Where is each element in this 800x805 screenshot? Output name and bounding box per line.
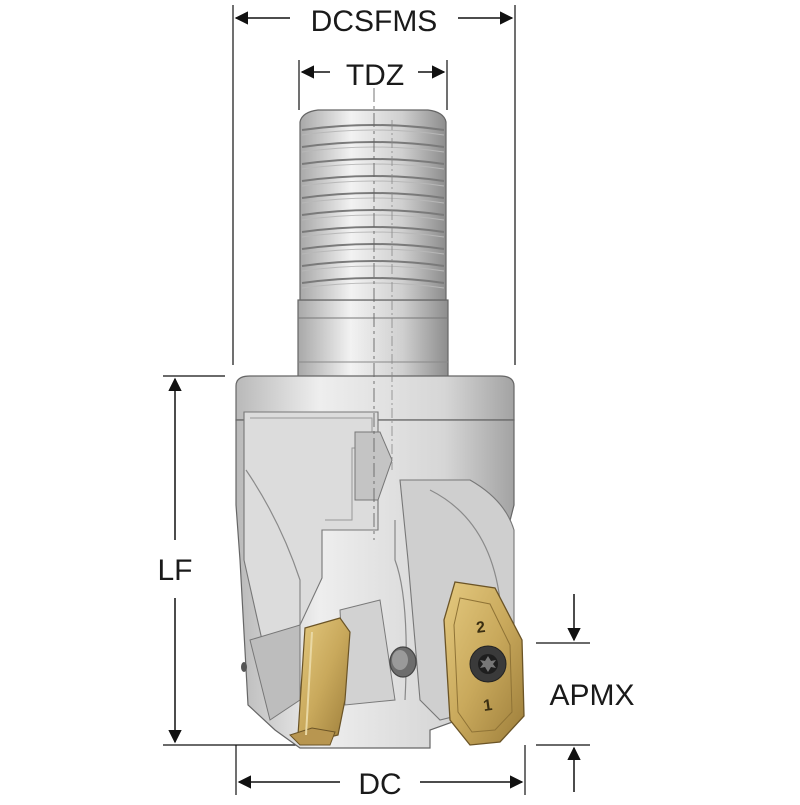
- thread-crest: [301, 197, 445, 204]
- thread-crest: [301, 231, 445, 238]
- thread-crest: [301, 282, 445, 289]
- label-lf: LF: [157, 554, 192, 587]
- thread-grooves: [301, 124, 445, 289]
- thread-crest: [301, 180, 445, 187]
- extension-lines: [163, 5, 590, 795]
- thread-groove: [301, 226, 445, 233]
- insert-edge-mark-lower: 1: [482, 697, 493, 715]
- thread-groove: [301, 124, 445, 131]
- thread-groove: [301, 260, 445, 267]
- thread-crest: [301, 265, 445, 272]
- insert-edge-mark-upper: 2: [475, 619, 486, 637]
- thread-crest: [301, 214, 445, 221]
- thread-groove: [301, 175, 445, 182]
- thread-groove: [301, 158, 445, 165]
- dimension-tdz: TDZ: [300, 59, 446, 92]
- thread-groove: [301, 141, 445, 148]
- thread-groove: [301, 209, 445, 216]
- dimension-dcsfms: DCSFMS: [234, 5, 514, 38]
- thread-groove: [301, 243, 445, 250]
- threaded-shank: [297, 109, 449, 381]
- thread-groove: [301, 192, 445, 199]
- right-insert: 2 1: [443, 581, 525, 746]
- dimension-lf: LF: [157, 377, 193, 744]
- dimension-dc: DC: [237, 768, 524, 801]
- left-insert: [289, 617, 351, 746]
- dimension-apmx: APMX: [549, 594, 635, 792]
- label-dc: DC: [358, 768, 401, 800]
- label-tdz: TDZ: [346, 59, 404, 92]
- thread-crest: [301, 129, 445, 136]
- label-apmx: APMX: [549, 679, 634, 712]
- thread-crest: [301, 163, 445, 170]
- thread-crest: [301, 146, 445, 153]
- label-dcsfms: DCSFMS: [311, 5, 438, 38]
- thread-groove: [301, 277, 445, 284]
- thread-crest: [301, 248, 445, 255]
